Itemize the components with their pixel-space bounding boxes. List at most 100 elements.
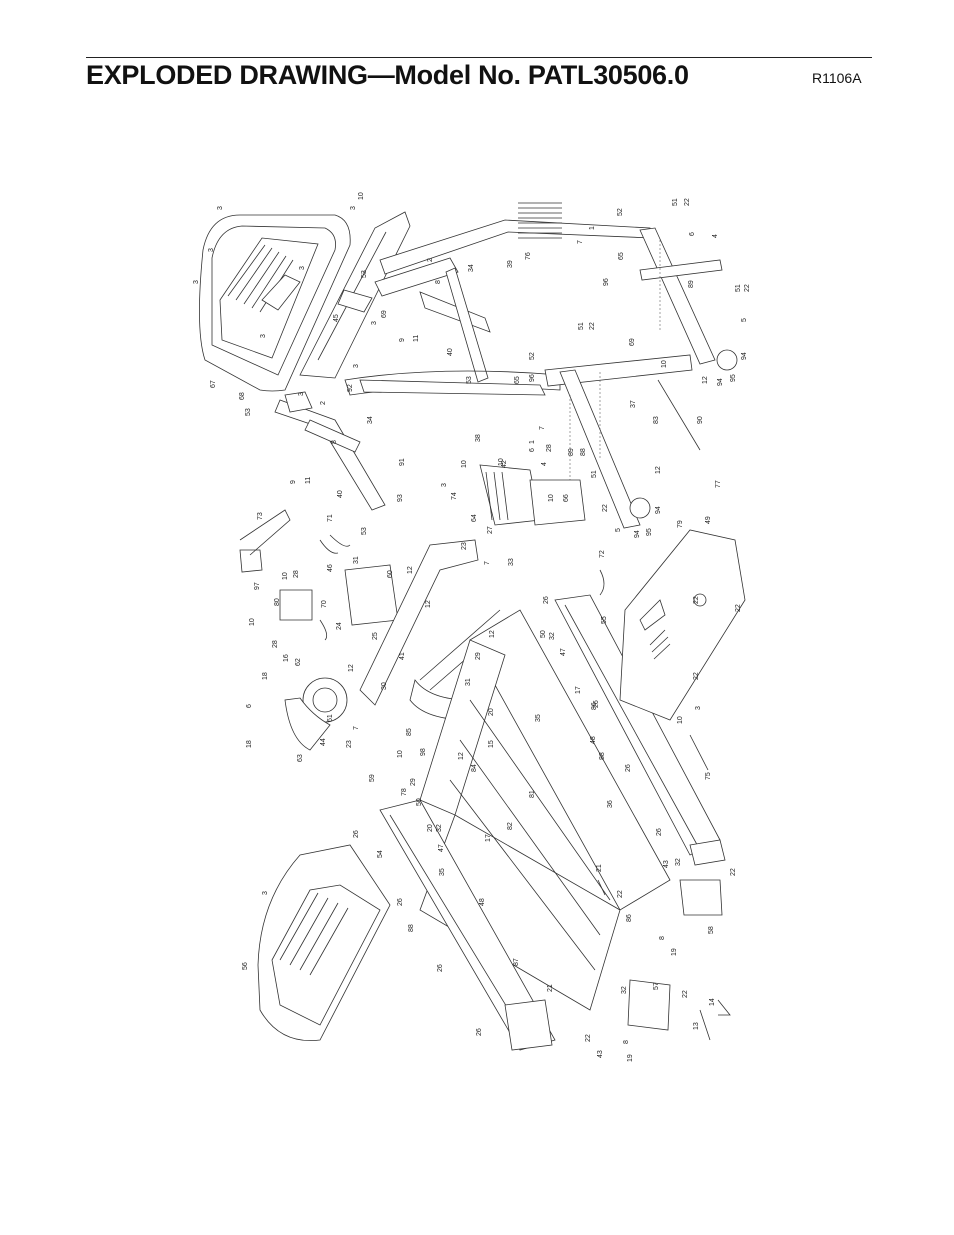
label-31: 31 — [353, 556, 360, 564]
label-2: 2 — [427, 258, 434, 262]
label-46: 46 — [327, 564, 334, 572]
label-22: 22 — [744, 284, 751, 292]
part-labels: 3 3 10 3 3 3 3 3 3 3 3 3 3 45 53 53 53 5… — [193, 192, 751, 1062]
label-32: 32 — [436, 824, 443, 832]
label-48: 48 — [590, 736, 597, 744]
label-8: 8 — [435, 280, 442, 284]
label-92: 92 — [347, 384, 354, 392]
label-95: 95 — [730, 374, 737, 382]
label-22: 22 — [684, 198, 691, 206]
label-5: 5 — [741, 318, 748, 322]
label-89: 89 — [688, 280, 695, 288]
label-28: 28 — [293, 570, 300, 578]
label-33: 33 — [508, 558, 515, 566]
label-48: 48 — [479, 898, 486, 906]
label-32: 32 — [675, 858, 682, 866]
label-26: 26 — [543, 596, 550, 604]
label-10: 10 — [397, 750, 404, 758]
label-29: 29 — [475, 652, 482, 660]
label-22: 22 — [617, 890, 624, 898]
label-47: 47 — [438, 844, 445, 852]
label-11: 11 — [413, 335, 420, 342]
drawing-reference: R1106A — [812, 70, 862, 86]
label-19: 19 — [627, 1054, 634, 1062]
label-3: 3 — [353, 364, 360, 368]
label-10: 10 — [677, 716, 684, 724]
label-51: 51 — [591, 470, 598, 478]
label-47: 47 — [560, 648, 567, 656]
console-assembly — [199, 211, 459, 392]
label-62: 62 — [295, 658, 302, 666]
label-26: 26 — [656, 828, 663, 836]
label-65: 65 — [514, 376, 521, 384]
label-98: 98 — [420, 748, 427, 756]
main-frame — [379, 594, 726, 1051]
label-12: 12 — [407, 566, 414, 574]
label-28: 28 — [272, 640, 279, 648]
label-2: 2 — [320, 401, 327, 405]
label-37: 37 — [630, 400, 637, 408]
label-20: 20 — [488, 708, 495, 716]
label-25: 25 — [372, 632, 379, 640]
label-26: 26 — [437, 964, 444, 972]
label-52: 52 — [617, 208, 624, 216]
label-19: 19 — [671, 948, 678, 956]
motor-hood — [619, 529, 746, 721]
label-26: 26 — [353, 830, 360, 838]
label-3: 3 — [350, 206, 357, 210]
label-93: 93 — [397, 494, 404, 502]
label-53: 53 — [245, 408, 252, 416]
label-27: 27 — [487, 526, 494, 534]
label-57: 57 — [653, 982, 660, 990]
label-23: 23 — [461, 542, 468, 550]
label-1: 1 — [589, 226, 596, 230]
header-rule — [86, 57, 872, 58]
label-6: 6 — [689, 232, 696, 236]
label-70: 70 — [321, 600, 328, 608]
label-34: 34 — [367, 416, 374, 424]
label-56: 56 — [242, 962, 249, 970]
label-49: 49 — [705, 516, 712, 524]
label-22: 22 — [602, 504, 609, 512]
label-22: 22 — [693, 596, 700, 604]
label-75: 75 — [705, 772, 712, 780]
label-51: 51 — [578, 322, 585, 330]
label-3: 3 — [695, 706, 702, 710]
label-67: 67 — [210, 380, 217, 388]
label-86: 86 — [591, 702, 598, 710]
label-72: 72 — [599, 550, 606, 558]
label-85: 85 — [406, 728, 413, 736]
label-82: 82 — [507, 822, 514, 830]
label-3: 3 — [260, 334, 267, 338]
label-65: 65 — [618, 252, 625, 260]
label-50: 50 — [540, 630, 547, 638]
label-22: 22 — [585, 1034, 592, 1042]
label-24: 24 — [336, 622, 343, 630]
label-32: 32 — [549, 632, 556, 640]
label-68: 68 — [239, 392, 246, 400]
label-53: 53 — [361, 527, 368, 535]
label-10: 10 — [282, 572, 289, 580]
label-87: 87 — [513, 958, 520, 966]
label-12: 12 — [348, 664, 355, 672]
label-84: 84 — [471, 764, 478, 772]
label-13: 13 — [693, 1022, 700, 1030]
label-39: 39 — [507, 260, 514, 268]
label-12: 12 — [489, 630, 496, 638]
label-21: 21 — [596, 864, 603, 872]
label-5: 5 — [615, 528, 622, 532]
label-40: 40 — [337, 490, 344, 498]
label-9: 9 — [399, 338, 406, 342]
label-43: 43 — [663, 860, 670, 868]
label-90: 90 — [697, 416, 704, 424]
label-35: 35 — [439, 868, 446, 876]
label-26: 26 — [593, 700, 600, 708]
motor-area — [239, 464, 586, 751]
label-12: 12 — [702, 376, 709, 384]
label-8: 8 — [623, 1040, 630, 1044]
label-51: 51 — [735, 284, 742, 292]
label-53: 53 — [361, 270, 368, 278]
label-36: 36 — [607, 800, 614, 808]
label-59: 59 — [369, 774, 376, 782]
